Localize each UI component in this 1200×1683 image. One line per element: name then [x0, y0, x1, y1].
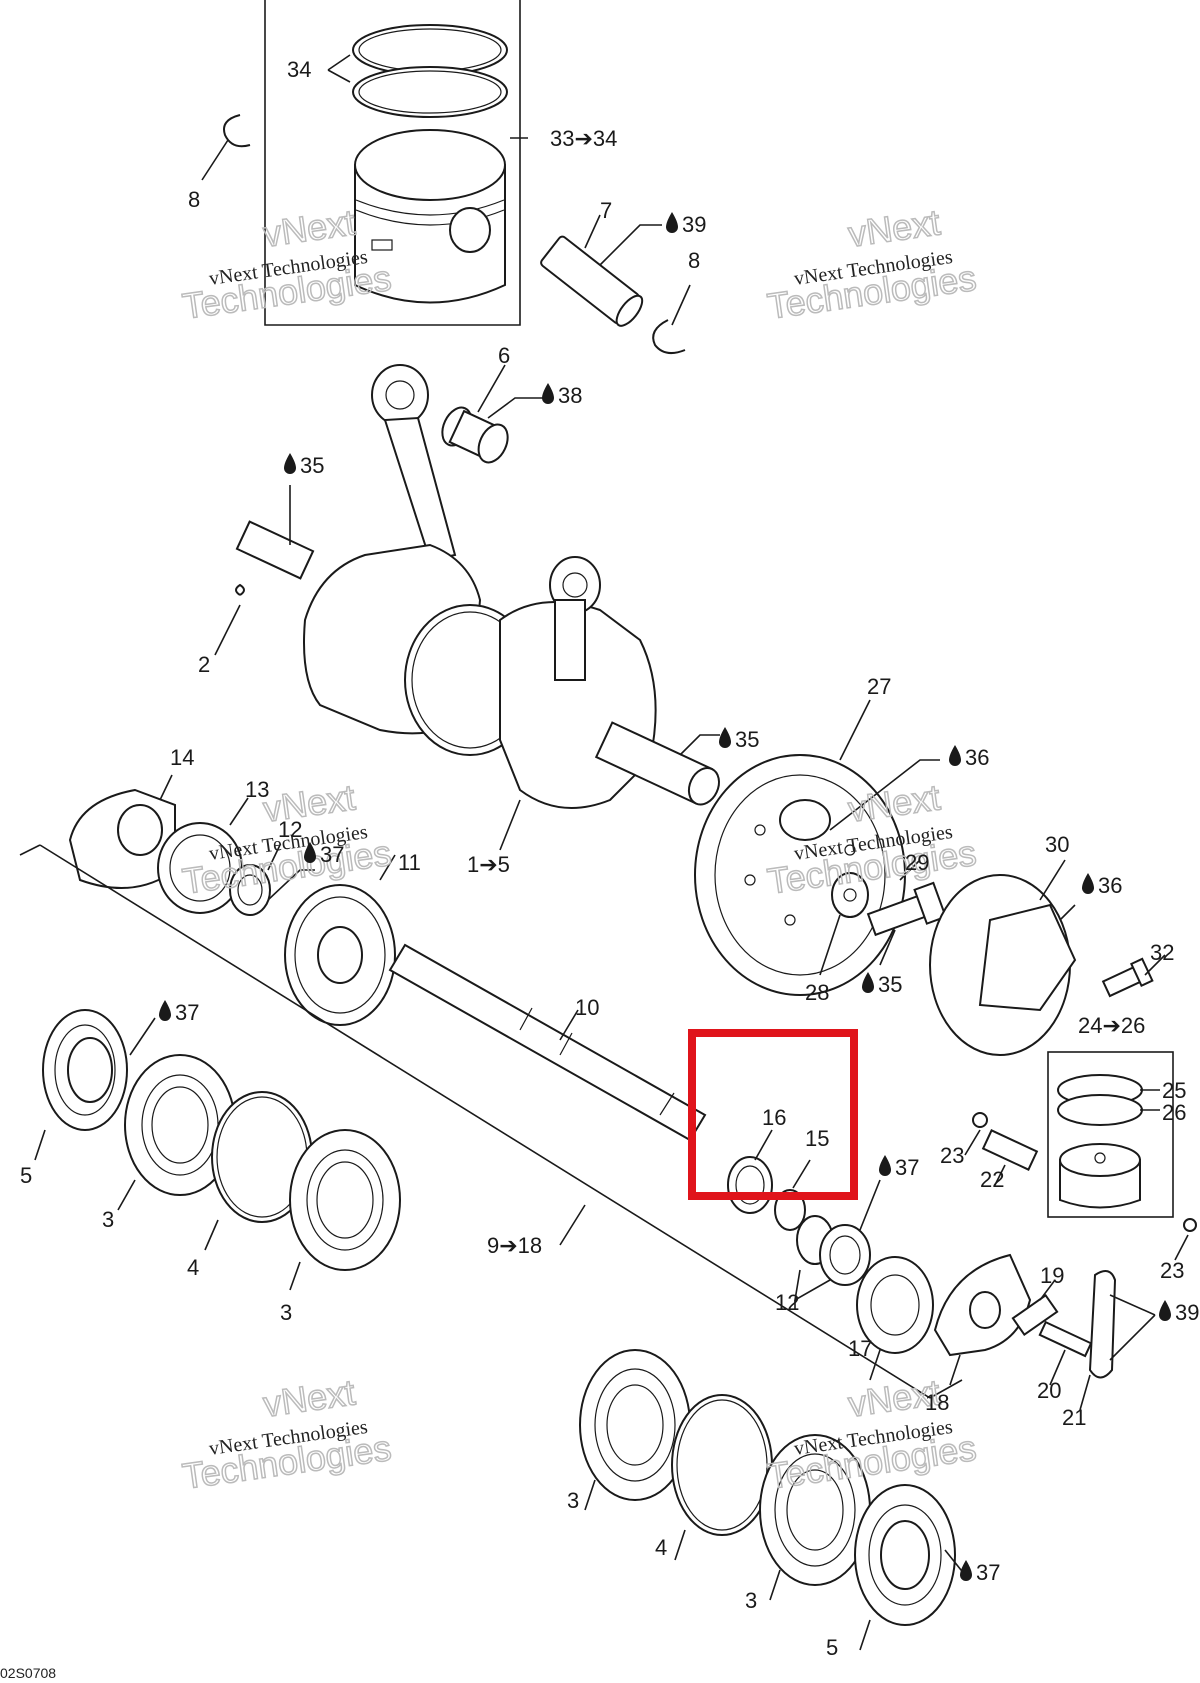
callout-2: 2: [198, 652, 210, 677]
oil-drop-icon: [1082, 873, 1094, 894]
callout-3: 3: [745, 1588, 757, 1613]
callout-6: 6: [498, 343, 510, 368]
callout-14: 14: [170, 745, 194, 770]
left-bearings-group: [34, 1009, 586, 1291]
callout-1-5: 1➔5: [467, 852, 510, 877]
callout-20: 20: [1037, 1378, 1061, 1403]
callout-10: 10: [575, 995, 599, 1020]
callout-36: 36: [1098, 873, 1122, 898]
oil-drop-icon: [542, 383, 554, 404]
right-balancer-group: [856, 1112, 1197, 1411]
callout-23: 23: [1160, 1258, 1184, 1283]
callout-layer: 34 33➔34 8 7 39 8 6 38 35 2 27 35 36 14 …: [20, 57, 1199, 1660]
callout-4: 4: [187, 1255, 199, 1280]
callout-39: 39: [1175, 1300, 1199, 1325]
oil-drop-icon: [949, 745, 961, 766]
callout-16: 16: [762, 1105, 786, 1130]
callout-5: 5: [826, 1635, 838, 1660]
watermark-large: vNext: [261, 1371, 358, 1424]
callout-36: 36: [965, 745, 989, 770]
piston-group: [264, 0, 528, 326]
flywheel-group: [694, 699, 947, 996]
callout-3: 3: [280, 1300, 292, 1325]
callout-19: 19: [1040, 1263, 1064, 1288]
oil-drop-icon: [879, 1155, 891, 1176]
drawing-code: 02S0708: [0, 1665, 56, 1681]
small-piston-group: [1047, 1051, 1174, 1218]
oil-drop-icon: [666, 212, 678, 233]
connecting-rod-group: [371, 364, 545, 562]
callout-37: 37: [320, 842, 344, 867]
crankshaft-group: [214, 485, 720, 851]
callout-13: 13: [245, 777, 269, 802]
hub-group: [929, 859, 1166, 1056]
callout-33-34: 33➔34: [550, 126, 617, 151]
callout-3: 3: [102, 1207, 114, 1232]
oil-drop-icon: [304, 842, 316, 863]
highlight-box: [688, 1029, 858, 1200]
oil-drop-icon: [862, 972, 874, 993]
callout-3: 3: [567, 1488, 579, 1513]
callout-26: 26: [1162, 1100, 1186, 1125]
watermark-large: vNext: [261, 776, 358, 829]
oil-drop-icon: [159, 1000, 171, 1021]
callout-37: 37: [976, 1560, 1000, 1585]
callout-5: 5: [20, 1163, 32, 1188]
oil-drop-icon: [284, 453, 296, 474]
callout-38: 38: [558, 383, 582, 408]
callout-23: 23: [940, 1143, 964, 1168]
wrist-pin-group: [201, 114, 691, 355]
callout-30: 30: [1045, 832, 1069, 857]
callout-12: 12: [278, 817, 302, 842]
oil-drop-icon: [719, 727, 731, 748]
callout-28: 28: [805, 980, 829, 1005]
callout-37: 37: [895, 1155, 919, 1180]
callout-32: 32: [1150, 940, 1174, 965]
callout-35: 35: [735, 727, 759, 752]
callout-8: 8: [688, 248, 700, 273]
callout-9-18: 9➔18: [487, 1233, 542, 1258]
callout-7: 7: [600, 198, 612, 223]
callout-24-26: 24➔26: [1078, 1013, 1145, 1038]
callout-22: 22: [980, 1167, 1004, 1192]
oil-drop-icon: [960, 1560, 972, 1581]
drop-icons-layer: [159, 212, 1171, 1581]
balancer-group-left: [68, 774, 396, 1026]
balancer-shaft: [19, 844, 963, 1399]
bottom-bearings-group: [579, 1349, 966, 1651]
callout-4: 4: [655, 1535, 667, 1560]
callout-39: 39: [682, 212, 706, 237]
callout-35: 35: [878, 972, 902, 997]
oil-drop-icon: [1159, 1300, 1171, 1321]
callout-11: 11: [398, 850, 421, 875]
watermark-large: vNext: [846, 201, 943, 254]
watermark-large: vNext: [261, 201, 358, 254]
callout-18: 18: [925, 1390, 949, 1415]
callout-25: 25: [1162, 1078, 1186, 1103]
callout-15: 15: [805, 1126, 829, 1151]
callout-37: 37: [175, 1000, 199, 1025]
callout-8: 8: [188, 187, 200, 212]
callout-29: 29: [905, 850, 929, 875]
callout-34: 34: [287, 57, 311, 82]
callout-12: 12: [775, 1290, 799, 1315]
callout-27: 27: [867, 674, 891, 699]
callout-17: 17: [848, 1336, 872, 1361]
callout-35: 35: [300, 453, 324, 478]
callout-21: 21: [1062, 1405, 1086, 1430]
